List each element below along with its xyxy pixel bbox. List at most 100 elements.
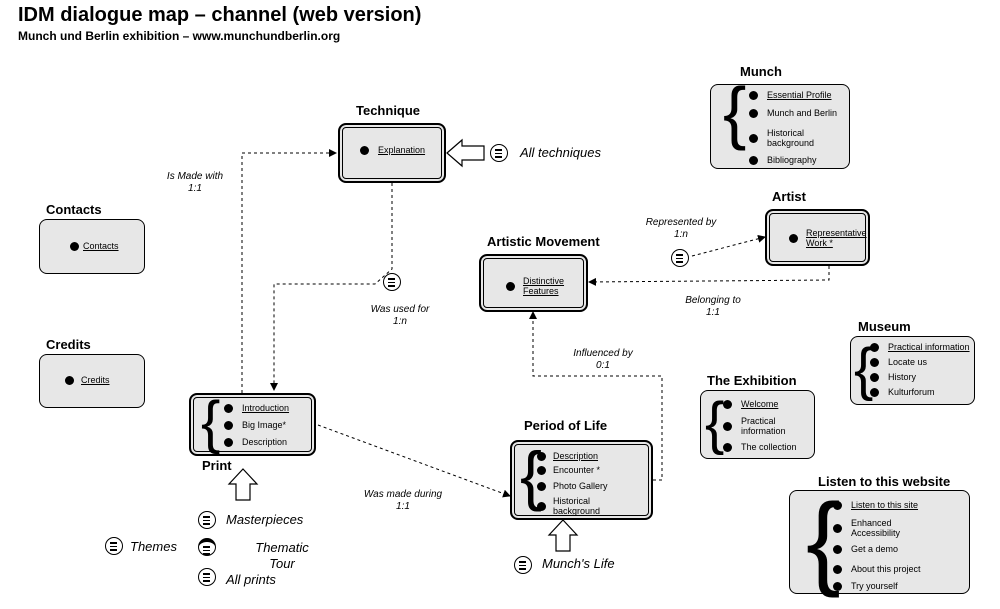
index-icon[interactable] bbox=[198, 568, 216, 586]
exhibition-item-the-collection[interactable]: The collection bbox=[723, 442, 797, 452]
munch-node: { Essential Profile Munch and Berlin His… bbox=[710, 73, 850, 169]
listen-item-about-this-project[interactable]: About this project bbox=[833, 564, 921, 574]
exhibition-title: The Exhibition bbox=[707, 373, 797, 388]
access-all-techniques[interactable]: All techniques bbox=[520, 145, 601, 160]
museum-item-locate-us[interactable]: Locate us bbox=[870, 357, 927, 367]
exhibition-brace: { bbox=[705, 391, 725, 456]
technique-item-explanation[interactable]: Explanation bbox=[360, 145, 425, 155]
bullet-icon bbox=[506, 281, 515, 291]
access-masterpieces[interactable]: Masterpieces bbox=[226, 512, 304, 527]
print-brace: { bbox=[201, 390, 221, 455]
bullet-icon bbox=[749, 108, 758, 118]
print-access-arrow bbox=[227, 468, 259, 501]
bullet-icon bbox=[789, 233, 798, 243]
bullet-icon bbox=[360, 145, 369, 155]
bullet-icon bbox=[70, 241, 79, 251]
listen-item-enhanced-accessibility[interactable]: Enhanced Accessibility bbox=[833, 518, 913, 538]
index-icon[interactable] bbox=[383, 273, 401, 291]
index-icon[interactable] bbox=[514, 556, 532, 574]
artist-node: Representative Work * bbox=[765, 209, 870, 266]
technique-title: Technique bbox=[356, 103, 421, 118]
artist-item-representative-work[interactable]: Representative Work * bbox=[789, 228, 869, 248]
bullet-icon bbox=[537, 501, 546, 511]
bullet-icon bbox=[833, 581, 842, 591]
exhibition-node: { Welcome Practical information The coll… bbox=[700, 390, 815, 459]
print-title: Print bbox=[202, 458, 232, 473]
listen-item-listen-to-this-site[interactable]: Listen to this site bbox=[833, 500, 918, 510]
period-item-description[interactable]: Description bbox=[537, 451, 598, 461]
exhibition-item-welcome[interactable]: Welcome bbox=[723, 399, 778, 409]
print-node: { Introduction Big Image* Description bbox=[189, 393, 316, 456]
credits-item-credits[interactable]: Credits bbox=[65, 375, 110, 385]
listen-item-try-yourself[interactable]: Try yourself bbox=[833, 581, 898, 591]
listen-title: Listen to this website bbox=[818, 474, 951, 489]
museum-node: { Practical information Locate us Histor… bbox=[850, 336, 975, 405]
print-item-description[interactable]: Description bbox=[224, 437, 287, 447]
credits-title: Credits bbox=[46, 337, 91, 352]
listen-item-get-a-demo[interactable]: Get a demo bbox=[833, 544, 898, 554]
index-icon[interactable] bbox=[671, 249, 689, 267]
all-techniques-arrow bbox=[446, 138, 485, 168]
munch-brace: { bbox=[723, 73, 747, 151]
access-munchs-life[interactable]: Munch's Life bbox=[542, 556, 615, 571]
edge-represented-by bbox=[691, 234, 766, 257]
print-item-big-image[interactable]: Big Image* bbox=[224, 420, 286, 430]
index-icon[interactable] bbox=[490, 144, 508, 162]
museum-title: Museum bbox=[858, 319, 911, 334]
edge-belonging-to bbox=[588, 266, 830, 286]
edge-used-for bbox=[270, 183, 393, 391]
artist-title: Artist bbox=[772, 189, 806, 204]
page-subtitle: Munch und Berlin exhibition – www.munchu… bbox=[18, 29, 341, 43]
movement-title: Artistic Movement bbox=[487, 234, 600, 249]
page-title: IDM dialogue map – channel (web version) bbox=[18, 4, 422, 26]
munch-item-munch-and-berlin[interactable]: Munch and Berlin bbox=[749, 108, 837, 118]
listen-node: { Listen to this site Enhanced Accessibi… bbox=[789, 489, 970, 594]
credits-node: Credits bbox=[39, 354, 145, 408]
index-icon[interactable] bbox=[105, 537, 123, 555]
bullet-icon bbox=[537, 465, 546, 475]
exhibition-item-practical-information[interactable]: Practical information bbox=[723, 416, 808, 436]
access-themes[interactable]: Themes bbox=[130, 539, 177, 554]
period-brace: { bbox=[520, 438, 543, 512]
munch-item-bibliography[interactable]: Bibliography bbox=[749, 155, 817, 165]
edge-influenced-by bbox=[529, 311, 663, 481]
munch-item-essential-profile[interactable]: Essential Profile bbox=[749, 90, 832, 100]
bullet-icon bbox=[870, 357, 879, 367]
access-all-prints[interactable]: All prints bbox=[226, 572, 276, 587]
bullet-icon bbox=[723, 442, 732, 452]
bullet-icon bbox=[749, 155, 758, 165]
contacts-item-contacts[interactable]: Contacts bbox=[70, 241, 119, 251]
technique-node: Explanation bbox=[338, 123, 446, 183]
museum-item-practical-information[interactable]: Practical information bbox=[870, 342, 970, 352]
index-icon[interactable] bbox=[198, 511, 216, 529]
print-item-introduction[interactable]: Introduction bbox=[224, 403, 289, 413]
bullet-icon bbox=[224, 420, 233, 430]
period-item-encounter[interactable]: Encounter * bbox=[537, 465, 600, 475]
period-access-arrow bbox=[547, 519, 579, 552]
period-item-photo-gallery[interactable]: Photo Gallery bbox=[537, 481, 608, 491]
bullet-icon bbox=[224, 403, 233, 413]
edge-made-with bbox=[241, 149, 337, 393]
bullet-icon bbox=[870, 342, 879, 352]
period-item-historical-background[interactable]: Historical background bbox=[537, 496, 617, 516]
bullet-icon bbox=[537, 451, 546, 461]
guided-tour-icon[interactable] bbox=[198, 538, 216, 556]
munch-item-historical-background[interactable]: Historical background bbox=[749, 128, 829, 148]
contacts-node: Contacts bbox=[39, 219, 145, 274]
bullet-icon bbox=[870, 387, 879, 397]
access-thematic-tour[interactable]: Thematic Tour bbox=[255, 540, 309, 571]
museum-item-kulturforum[interactable]: Kulturforum bbox=[870, 387, 935, 397]
bullet-icon bbox=[723, 421, 732, 431]
bullet-icon bbox=[65, 375, 74, 385]
bullet-icon bbox=[723, 399, 732, 409]
movement-node: Distinctive Features bbox=[479, 254, 588, 312]
movement-item-distinctive-features[interactable]: Distinctive Features bbox=[506, 276, 586, 296]
bullet-icon bbox=[833, 500, 842, 510]
museum-item-history[interactable]: History bbox=[870, 372, 916, 382]
bullet-icon bbox=[749, 133, 758, 143]
